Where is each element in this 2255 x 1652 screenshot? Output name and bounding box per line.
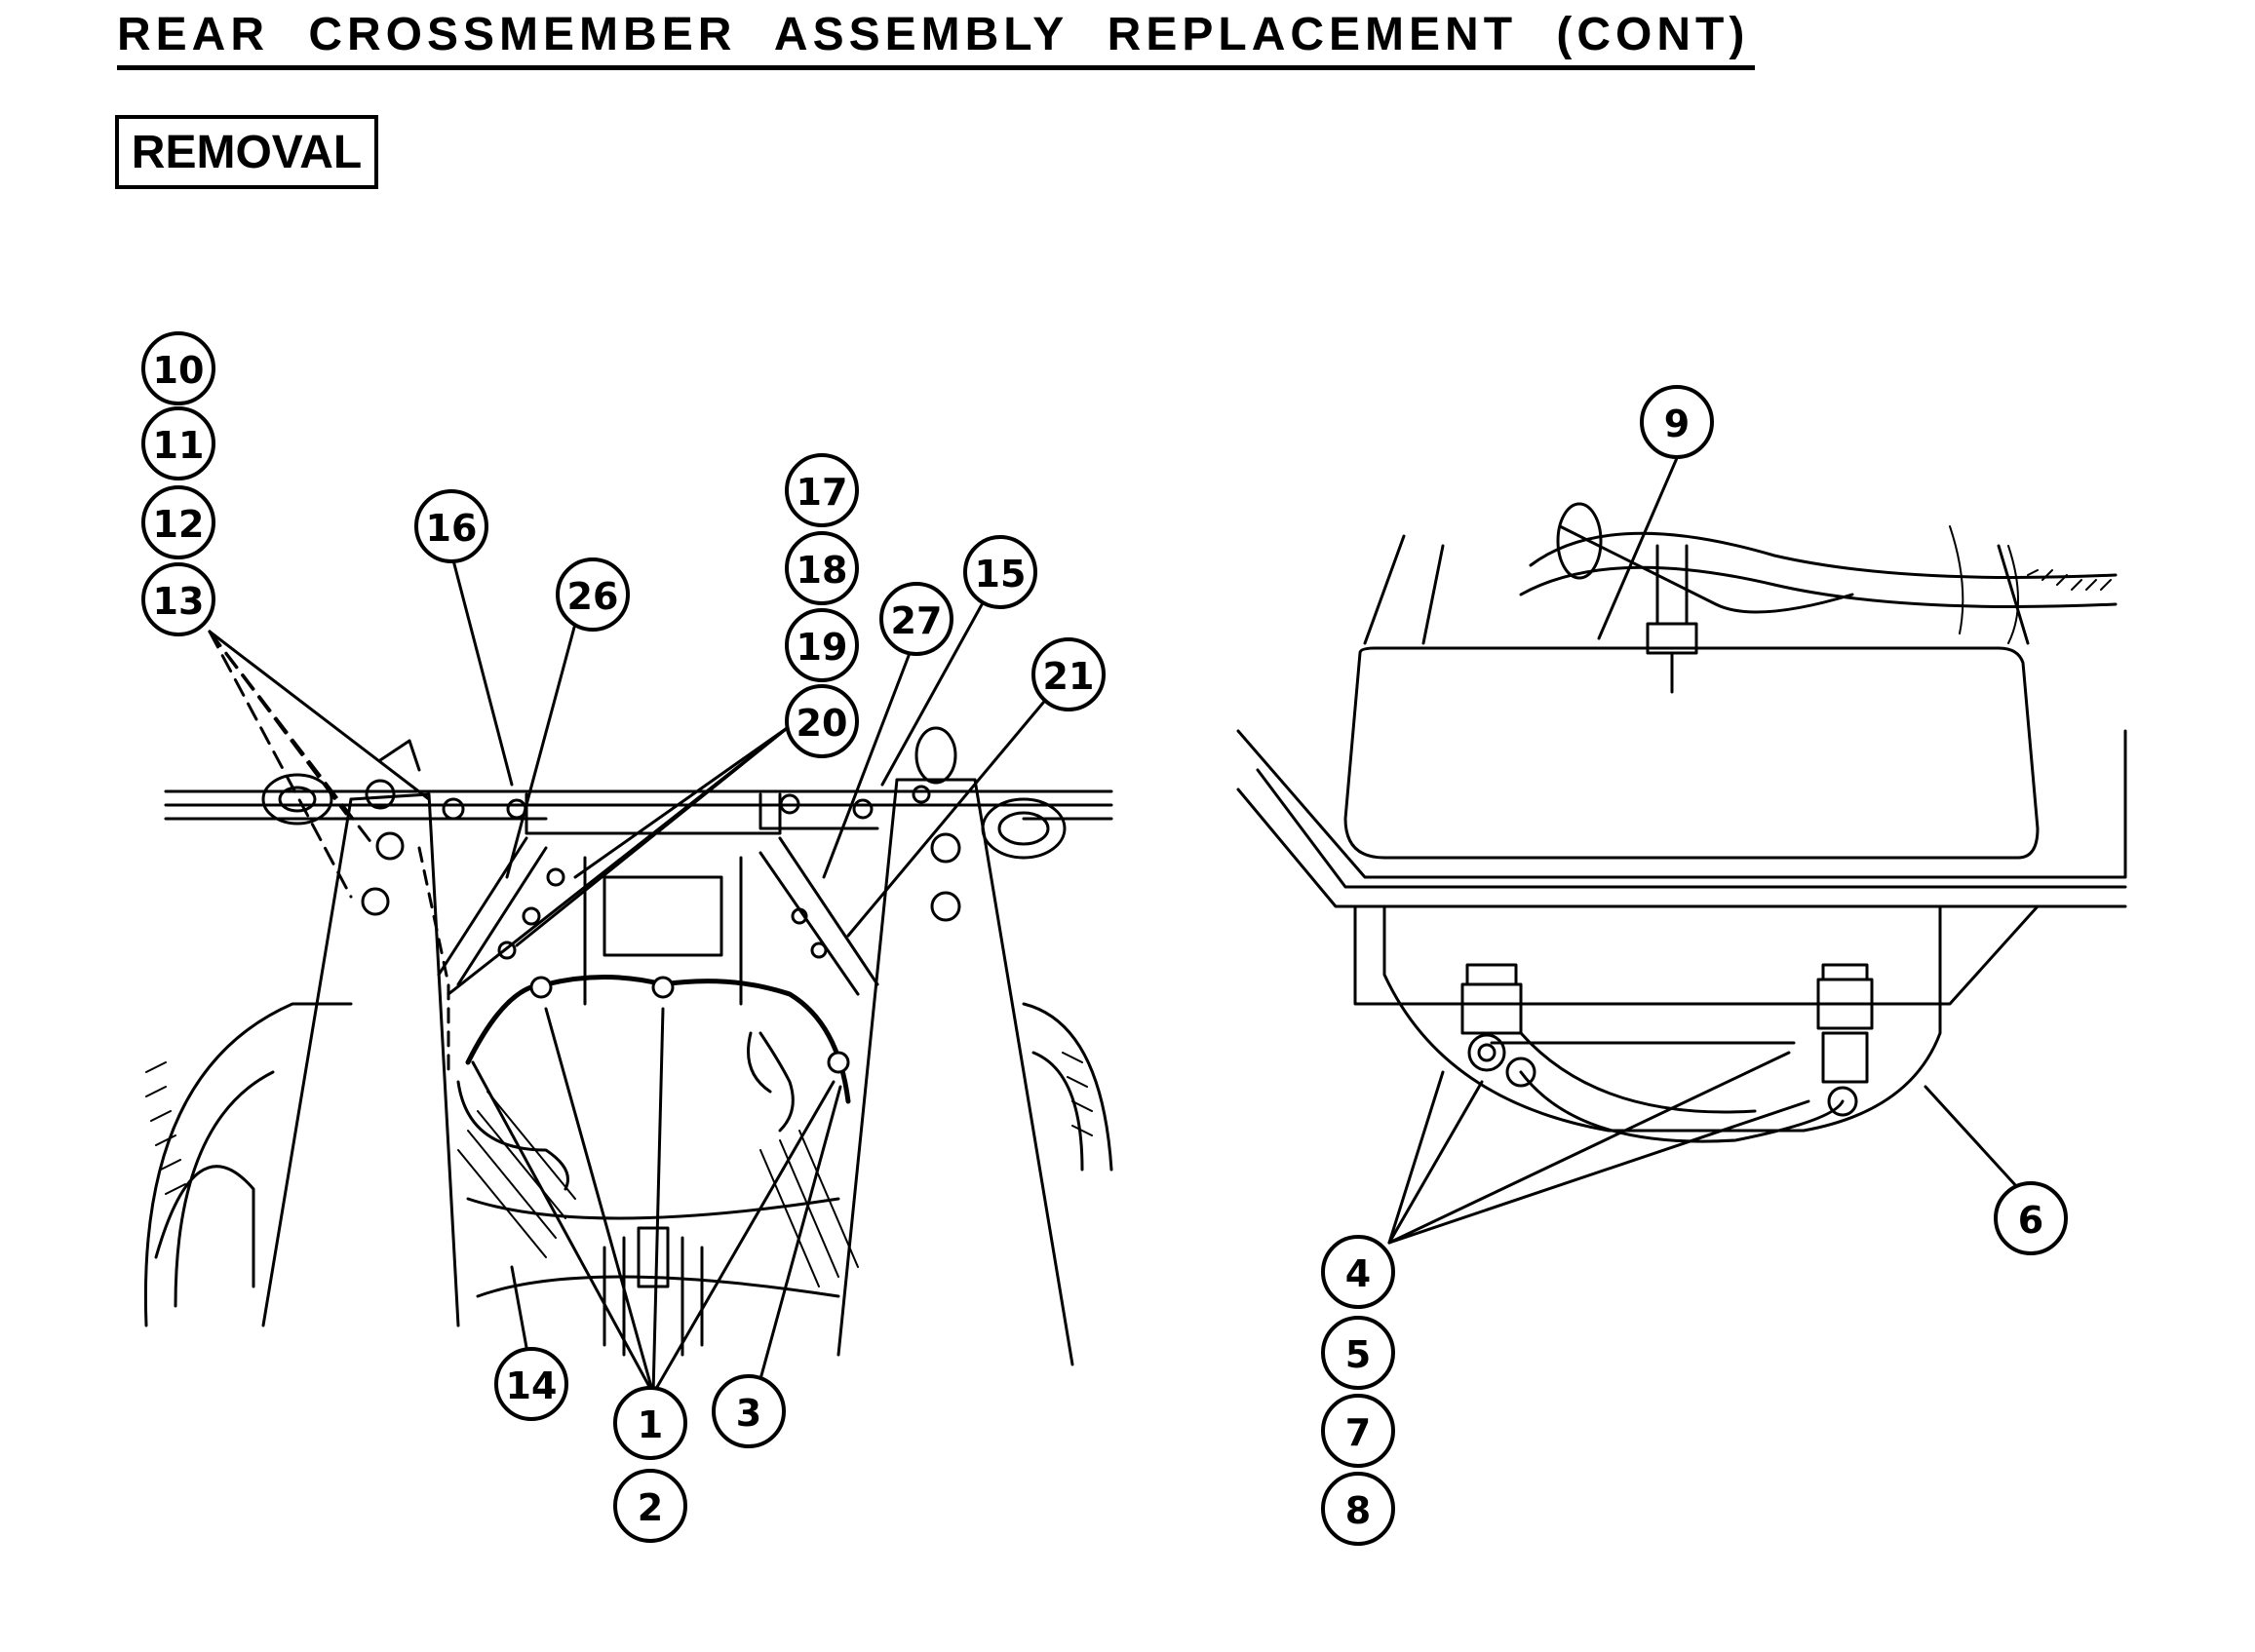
callout-label: 1 [638,1403,663,1446]
callout-circle [1321,1394,1395,1468]
callout-label: 26 [567,575,619,618]
callout-2: 2 [613,1469,687,1543]
left-figure-leaders [208,558,1050,1396]
callout-circle [785,684,859,758]
callout-5: 5 [1321,1316,1395,1390]
callout-label: 5 [1345,1333,1371,1376]
callout-15: 15 [963,535,1037,609]
callout-circle [785,453,859,527]
callout-21: 21 [1031,637,1106,711]
callout-11: 11 [141,406,215,480]
callout-circle [613,1386,687,1460]
callout-7: 7 [1321,1394,1395,1468]
callout-label: 2 [638,1486,663,1529]
callout-label: 17 [797,471,848,514]
callout-4: 4 [1321,1235,1395,1309]
callout-13: 13 [141,562,215,636]
right-figure-bracket [1236,502,2127,1143]
callout-label: 7 [1345,1411,1371,1454]
callout-circle [1321,1316,1395,1390]
callout-circle [785,531,859,605]
callout-10: 10 [141,331,215,405]
callout-label: 9 [1664,403,1690,445]
callout-label: 6 [2018,1199,2043,1242]
callout-circle [141,331,215,405]
callout-label: 8 [1345,1489,1371,1532]
callout-label: 10 [153,349,205,392]
section-label-removal: REMOVAL [115,115,378,189]
callout-label: 21 [1043,655,1095,698]
callout-18: 18 [785,531,859,605]
callout-17: 17 [785,453,859,527]
callout-label: 3 [736,1392,761,1435]
callout-label: 18 [797,549,848,592]
callout-circle [1321,1235,1395,1309]
callout-circle [141,562,215,636]
callout-label: 13 [153,580,205,623]
callout-circle [613,1469,687,1543]
callout-27: 27 [879,582,953,656]
callout-6: 6 [1994,1181,2068,1255]
callout-label: 20 [797,702,848,745]
callout-19: 19 [785,608,859,682]
callout-circle [141,485,215,559]
callout-8: 8 [1321,1472,1395,1546]
callout-26: 26 [556,557,630,632]
callout-label: 4 [1345,1252,1371,1295]
callout-1: 1 [613,1386,687,1460]
left-figure-frame [143,726,1113,1366]
callout-label: 27 [891,599,943,642]
callout-circle [712,1374,786,1448]
page-title: REAR CROSSMEMBER ASSEMBLY REPLACEMENT (C… [117,8,1755,70]
callout-label: 15 [975,553,1027,595]
callout-label: 12 [153,503,205,546]
callout-circle [879,582,953,656]
callout-circle [141,406,215,480]
callout-16: 16 [414,489,488,563]
callout-circle [785,608,859,682]
callout-label: 11 [153,424,205,467]
callout-circle [1031,637,1106,711]
callout-circle [414,489,488,563]
callout-label: 16 [426,507,478,550]
callout-label: 19 [797,626,848,669]
callout-circle [963,535,1037,609]
right-figure-leaders [1387,456,2030,1245]
callout-circle [1640,385,1714,459]
callout-20: 20 [785,684,859,758]
callout-circle [494,1347,568,1421]
callout-3: 3 [712,1374,786,1448]
callout-9: 9 [1640,385,1714,459]
callout-circle [1321,1472,1395,1546]
callout-14: 14 [494,1347,568,1421]
callout-circle [556,557,630,632]
callout-label: 14 [506,1364,558,1407]
callout-12: 12 [141,485,215,559]
callout-circle [1994,1181,2068,1255]
